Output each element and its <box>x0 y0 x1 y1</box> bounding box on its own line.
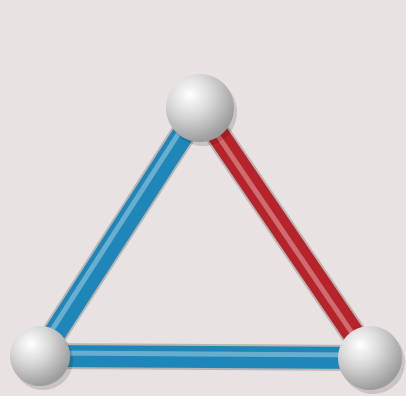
node-bottom-right <box>338 326 402 390</box>
edge-top-left-blue-highlight <box>37 105 197 353</box>
edge-top-left-blue <box>40 108 200 356</box>
node-top <box>166 74 234 142</box>
edge-bottom-blue-highlight <box>37 353 367 355</box>
edge-top-right-red-highlight <box>197 105 367 355</box>
node-bottom-left <box>10 326 70 386</box>
